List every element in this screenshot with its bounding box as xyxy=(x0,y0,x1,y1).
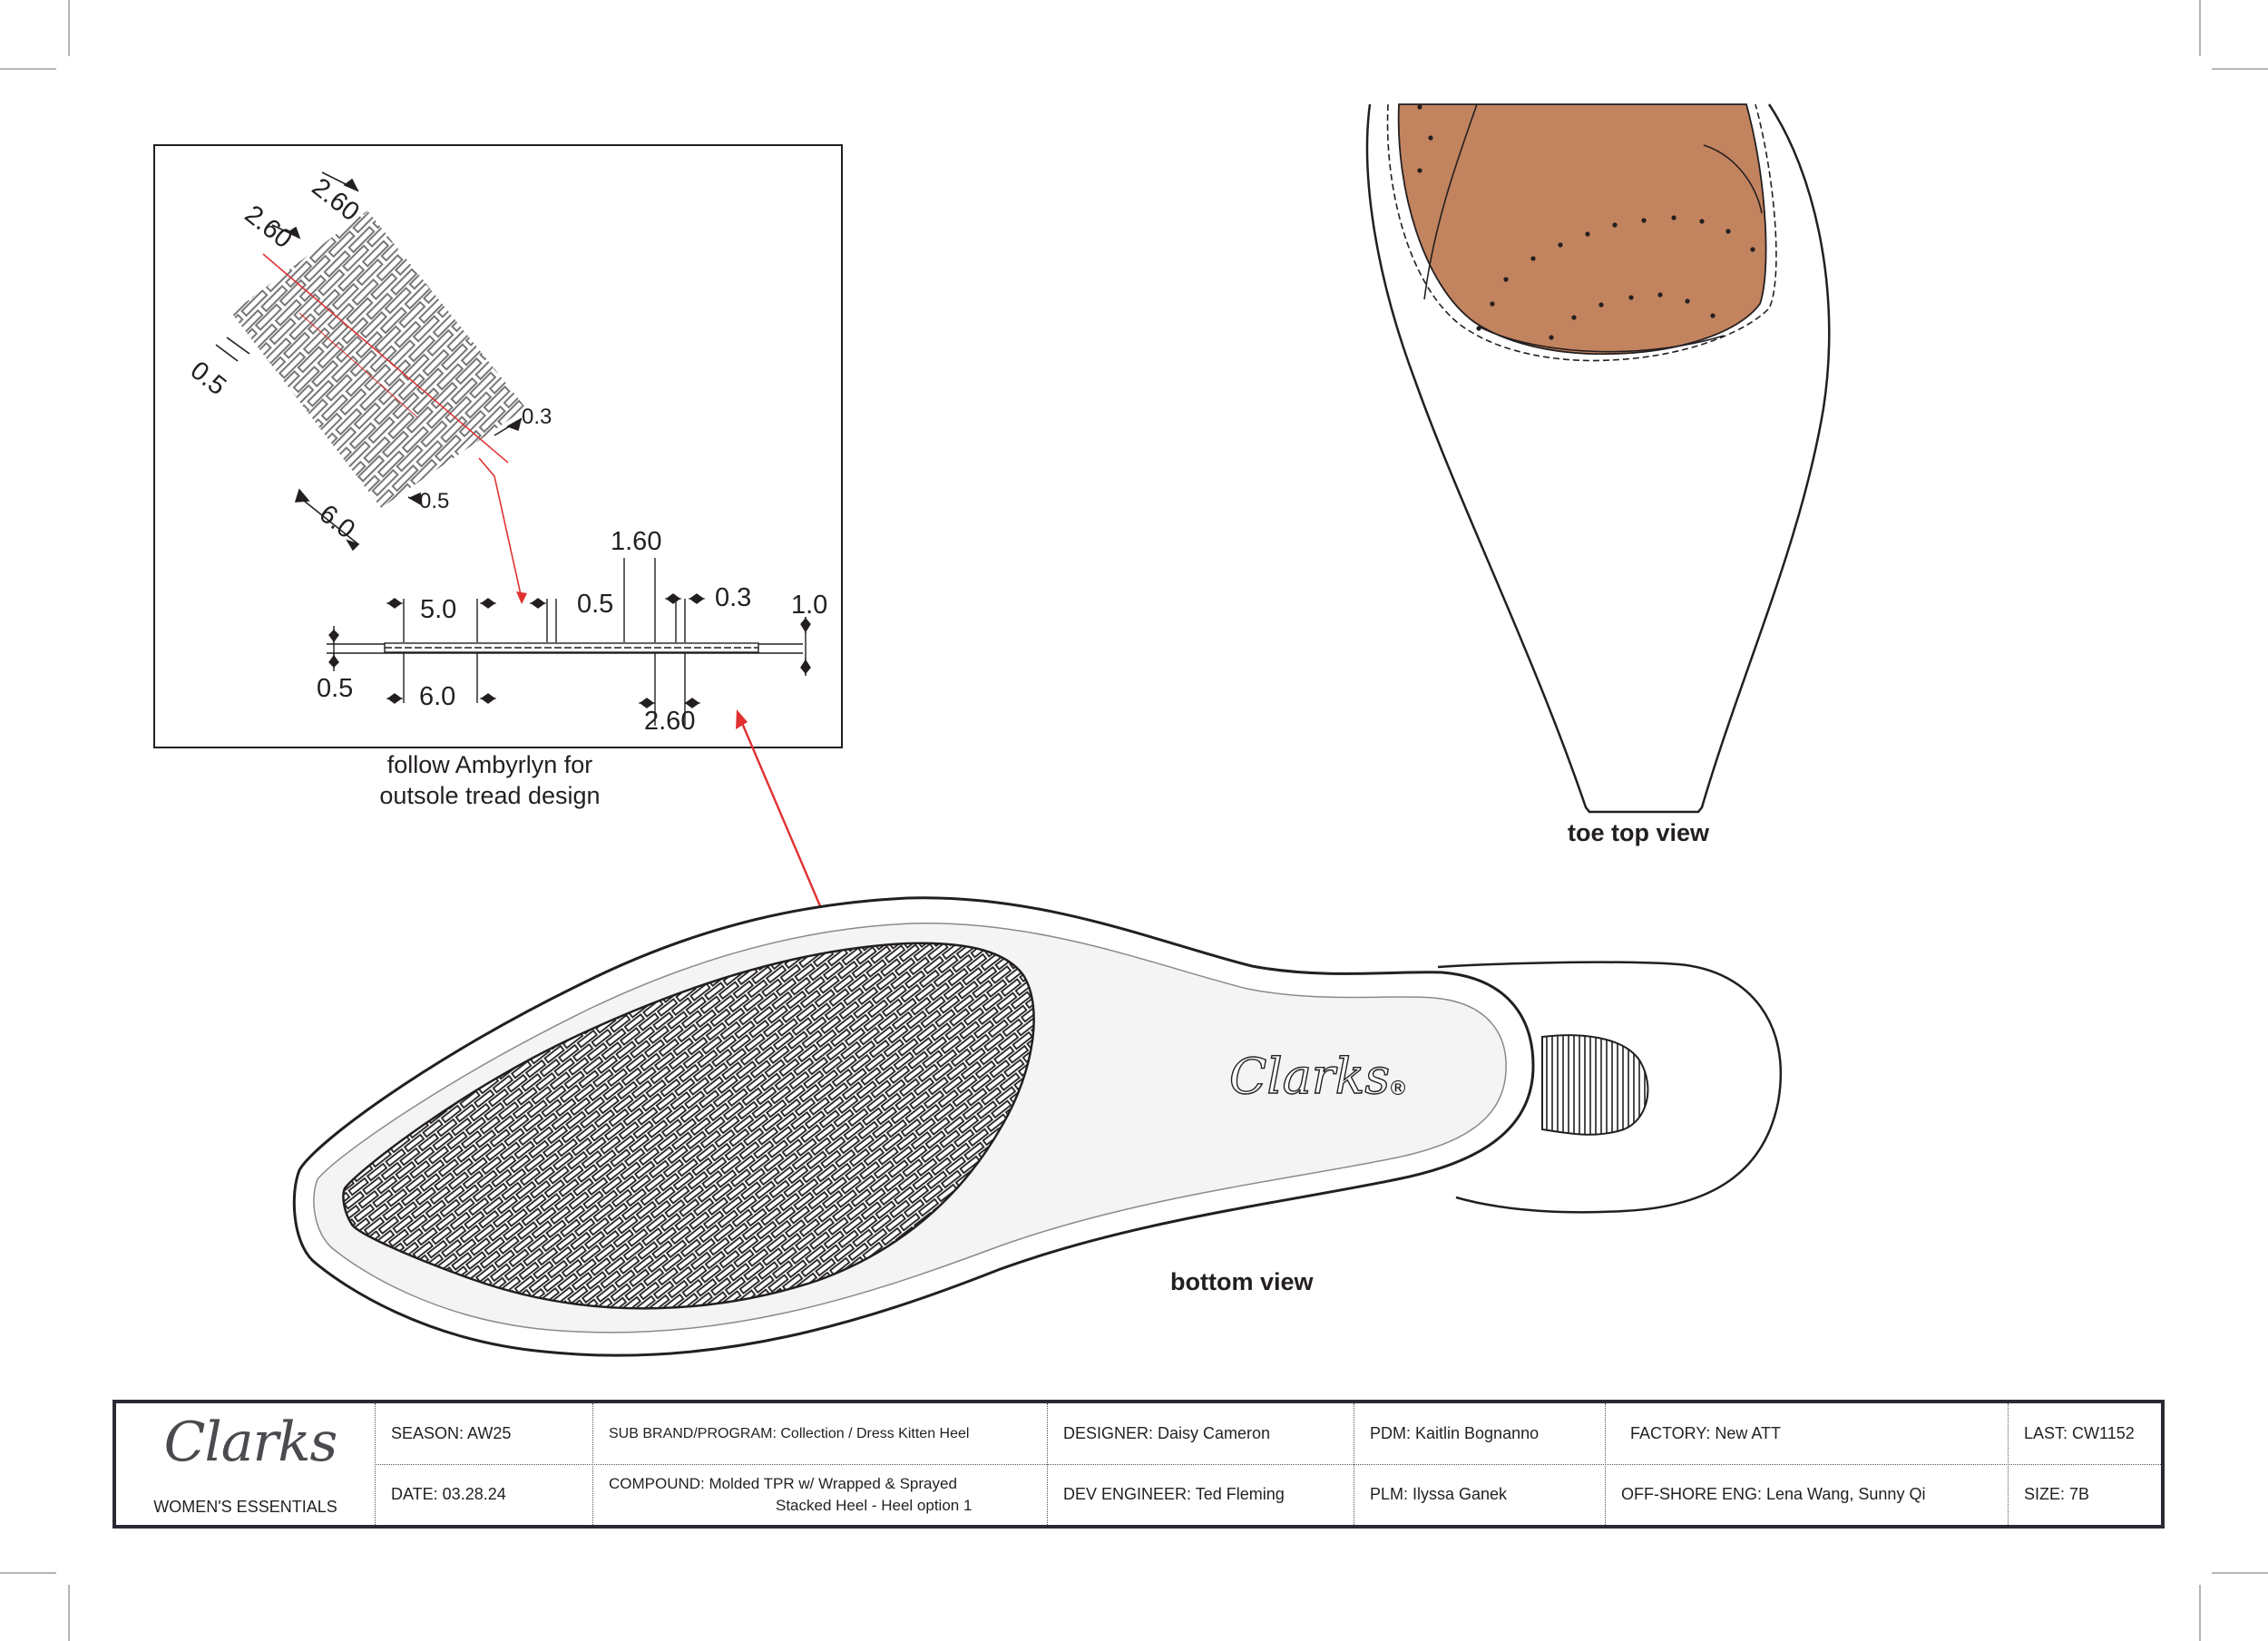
crop-mark-top-left-h xyxy=(0,68,56,70)
date-field: DATE: 03.28.24 xyxy=(391,1485,506,1503)
crop-mark-bottom-left-v xyxy=(68,1585,70,1641)
detail-leader-line xyxy=(478,457,523,600)
clarks-logo: Clarks xyxy=(163,1411,338,1474)
dim-6-0-swatch-bottom: 6.0 xyxy=(314,499,360,544)
dim-0-5-swatch-bottom: 0.5 xyxy=(419,489,449,513)
sub-brand-field: SUB BRAND/PROGRAM: Collection / Dress Ki… xyxy=(609,1425,970,1441)
toe-top-view-label: toe top view xyxy=(1568,819,1710,846)
crop-mark-top-right-v xyxy=(2199,0,2201,56)
crop-mark-top-left-v xyxy=(68,0,70,56)
tread-cross-section xyxy=(327,558,811,726)
swatch-dimension-lines xyxy=(215,171,523,552)
dim-0-5-mid: 0.5 xyxy=(577,590,613,619)
pdm-field: PDM: Kaitlin Bognanno xyxy=(1370,1424,1540,1442)
factory-field: FACTORY: New ATT xyxy=(1630,1424,1782,1442)
offshore-eng-field: OFF-SHORE ENG: Lena Wang, Sunny Qi xyxy=(1621,1485,1926,1503)
tread-design-note: follow Ambyrlyn for outsole tread design xyxy=(336,749,644,811)
dim-1-0: 1.0 xyxy=(791,591,827,620)
dim-0-3-swatch-right: 0.3 xyxy=(522,405,552,429)
title-block: Clarks WOMEN'S ESSENTIALS SEASON: AW25 D… xyxy=(112,1400,2165,1529)
dim-2-60-left: 2.60 xyxy=(240,200,298,254)
tread-detail-box xyxy=(153,144,843,748)
tread-design-note-line-2: outsole tread design xyxy=(379,782,601,809)
compound-line-1: COMPOUND: Molded TPR w/ Wrapped & Spraye… xyxy=(609,1474,957,1492)
sock-lining xyxy=(1397,103,1767,356)
tread-swatch xyxy=(231,210,526,508)
dim-5-0: 5.0 xyxy=(420,595,456,624)
bottom-view-label: bottom view xyxy=(1170,1268,1314,1295)
dim-6-0-section: 6.0 xyxy=(419,682,455,711)
outsole-bottom-view-drawing: Clarks ® xyxy=(292,896,1783,1357)
compound-line-2: Stacked Heel - Heel option 1 xyxy=(776,1496,973,1514)
tread-design-note-line-1: follow Ambyrlyn for xyxy=(386,751,593,778)
crop-mark-bottom-right-v xyxy=(2199,1585,2201,1641)
dim-0-3-mid: 0.3 xyxy=(715,583,751,612)
crop-mark-bottom-right-h xyxy=(2212,1572,2268,1574)
dim-2-60-top: 2.60 xyxy=(307,172,365,227)
womens-essentials-label: WOMEN'S ESSENTIALS xyxy=(153,1498,337,1516)
outsole-registered-mark: ® xyxy=(1388,1078,1408,1100)
last-field: LAST: CW1152 xyxy=(2024,1424,2135,1442)
dim-0-5-swatch-left: 0.5 xyxy=(185,356,231,401)
outsole-clarks-logo: Clarks xyxy=(1229,1048,1390,1105)
title-block-logo: Clarks WOMEN'S ESSENTIALS xyxy=(116,1403,375,1525)
plm-field: PLM: Ilyssa Ganek xyxy=(1370,1485,1508,1503)
crop-mark-top-right-h xyxy=(2212,68,2268,70)
dev-engineer-field: DEV ENGINEER: Ted Fleming xyxy=(1063,1485,1285,1503)
toe-top-view-drawing xyxy=(1365,103,1831,814)
dim-1-60: 1.60 xyxy=(611,527,661,556)
crop-mark-bottom-left-h xyxy=(0,1572,56,1574)
size-field: SIZE: 7B xyxy=(2024,1485,2090,1503)
season-field: SEASON: AW25 xyxy=(391,1424,512,1442)
dim-2-60-section: 2.60 xyxy=(644,707,695,736)
dim-0-5-side: 0.5 xyxy=(317,674,353,703)
compound-field: COMPOUND: Molded TPR w/ Wrapped & Spraye… xyxy=(592,1464,1047,1525)
designer-field: DESIGNER: Daisy Cameron xyxy=(1063,1424,1271,1442)
